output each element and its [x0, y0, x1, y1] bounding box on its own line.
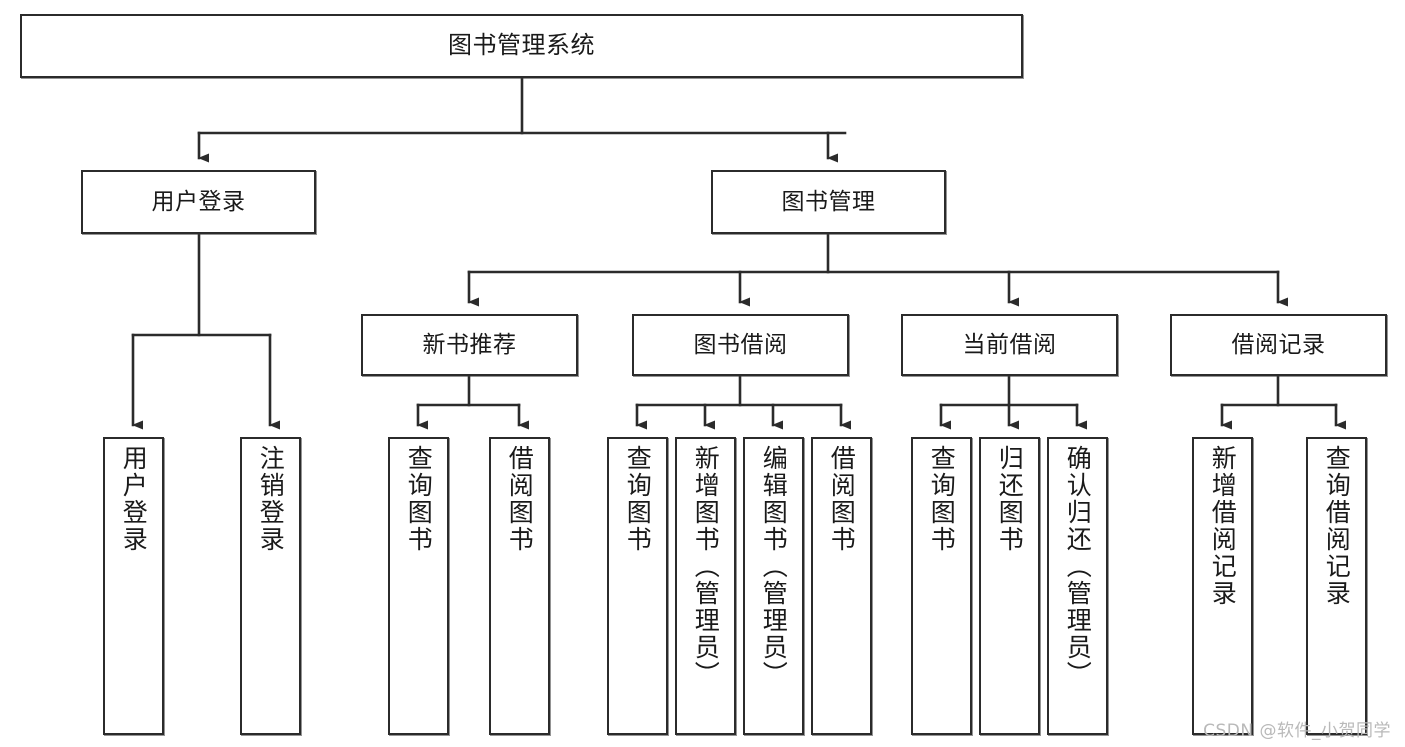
node-leaf-logout[interactable]: 注销登录 — [240, 437, 301, 735]
node-leaf-edit-book-admin[interactable]: 编辑图书（管理员） — [743, 437, 804, 735]
node-leaf-add-book-admin-label: 新增图书（管理员） — [691, 445, 721, 688]
node-leaf-query-book-borrow-label: 查询图书 — [623, 445, 653, 553]
node-root-system-label: 图书管理系统 — [448, 31, 595, 60]
node-root-system[interactable]: 图书管理系统 — [20, 14, 1023, 78]
node-leaf-borrow-book[interactable]: 借阅图书 — [811, 437, 872, 735]
node-leaf-add-book-admin[interactable]: 新增图书（管理员） — [675, 437, 736, 735]
node-book-borrow-label: 图书借阅 — [693, 331, 788, 358]
node-leaf-edit-book-admin-label: 编辑图书（管理员） — [759, 445, 789, 688]
node-leaf-borrow-book-label: 借阅图书 — [827, 445, 857, 553]
node-user-login[interactable]: 用户登录 — [81, 170, 316, 234]
node-leaf-query-borrow-record-label: 查询借阅记录 — [1322, 445, 1352, 607]
node-book-management-label: 图书管理 — [781, 188, 876, 215]
node-leaf-add-borrow-record[interactable]: 新增借阅记录 — [1192, 437, 1253, 735]
node-borrow-record-label: 借阅记录 — [1231, 331, 1326, 358]
node-leaf-user-login-label: 用户登录 — [119, 445, 149, 553]
node-leaf-query-book-recommend-label: 查询图书 — [404, 445, 434, 553]
node-leaf-query-book-borrow[interactable]: 查询图书 — [607, 437, 668, 735]
node-leaf-confirm-return-admin-label: 确认归还（管理员） — [1063, 445, 1093, 688]
node-current-borrow[interactable]: 当前借阅 — [901, 314, 1118, 376]
node-borrow-record[interactable]: 借阅记录 — [1170, 314, 1387, 376]
node-book-borrow[interactable]: 图书借阅 — [632, 314, 849, 376]
node-leaf-query-book-current-label: 查询图书 — [927, 445, 957, 553]
node-leaf-query-book-recommend[interactable]: 查询图书 — [388, 437, 449, 735]
node-leaf-return-book[interactable]: 归还图书 — [979, 437, 1040, 735]
node-leaf-borrow-book-recommend[interactable]: 借阅图书 — [489, 437, 550, 735]
node-book-management[interactable]: 图书管理 — [711, 170, 946, 234]
node-current-borrow-label: 当前借阅 — [962, 331, 1057, 358]
node-leaf-borrow-book-recommend-label: 借阅图书 — [505, 445, 535, 553]
node-leaf-query-borrow-record[interactable]: 查询借阅记录 — [1306, 437, 1367, 735]
node-leaf-add-borrow-record-label: 新增借阅记录 — [1208, 445, 1238, 607]
node-leaf-logout-label: 注销登录 — [256, 445, 286, 553]
node-leaf-confirm-return-admin[interactable]: 确认归还（管理员） — [1047, 437, 1108, 735]
node-leaf-user-login[interactable]: 用户登录 — [103, 437, 164, 735]
node-new-book-recommend-label: 新书推荐 — [422, 331, 517, 358]
node-leaf-return-book-label: 归还图书 — [995, 445, 1025, 553]
node-new-book-recommend[interactable]: 新书推荐 — [361, 314, 578, 376]
node-leaf-query-book-current[interactable]: 查询图书 — [911, 437, 972, 735]
node-user-login-label: 用户登录 — [151, 188, 246, 215]
